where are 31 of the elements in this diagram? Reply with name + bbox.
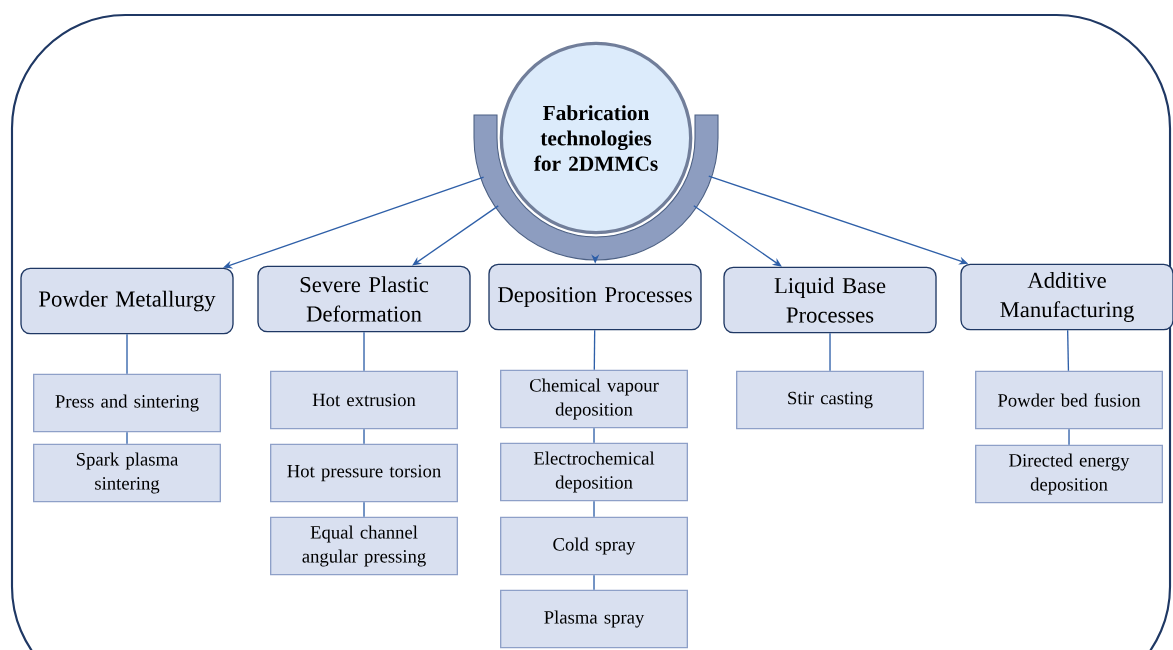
process-box: Electrochemical deposition [500, 442, 688, 502]
connector-line [593, 427, 595, 444]
process-box: Press and sintering [33, 373, 221, 433]
process-box: Stir casting [736, 370, 924, 430]
category-box: Powder Metallurgy [20, 267, 234, 335]
connector-line [593, 329, 596, 371]
connector-line [126, 333, 128, 375]
process-box: Plasma spray [500, 589, 688, 649]
arrow [693, 205, 782, 267]
connector-line [1068, 428, 1070, 446]
process-box: Chemical vapour deposition [500, 369, 688, 429]
connector-line [363, 331, 365, 372]
category-box: Additive Manufacturing [960, 263, 1173, 331]
connector-line [126, 431, 128, 445]
connector-line [829, 332, 831, 372]
connector-line [363, 428, 365, 445]
connector-line [1067, 329, 1070, 372]
category-box: Deposition Processes [488, 263, 702, 331]
process-box: Equal channel angular pressing [270, 516, 458, 576]
connector-line [593, 500, 595, 518]
connector-line [593, 574, 595, 591]
connector-line [363, 501, 365, 518]
process-box: Directed energy deposition [975, 444, 1163, 504]
process-box: Powder bed fusion [975, 370, 1163, 430]
category-box: Liquid Base Processes [723, 266, 937, 334]
process-box: Hot extrusion [270, 370, 458, 430]
process-box: Spark plasma sintering [33, 443, 221, 503]
category-box: Severe Plastic Deformation [257, 265, 471, 333]
arrow [412, 205, 499, 266]
process-box: Hot pressure torsion [270, 443, 458, 503]
process-box: Cold spray [500, 516, 688, 576]
